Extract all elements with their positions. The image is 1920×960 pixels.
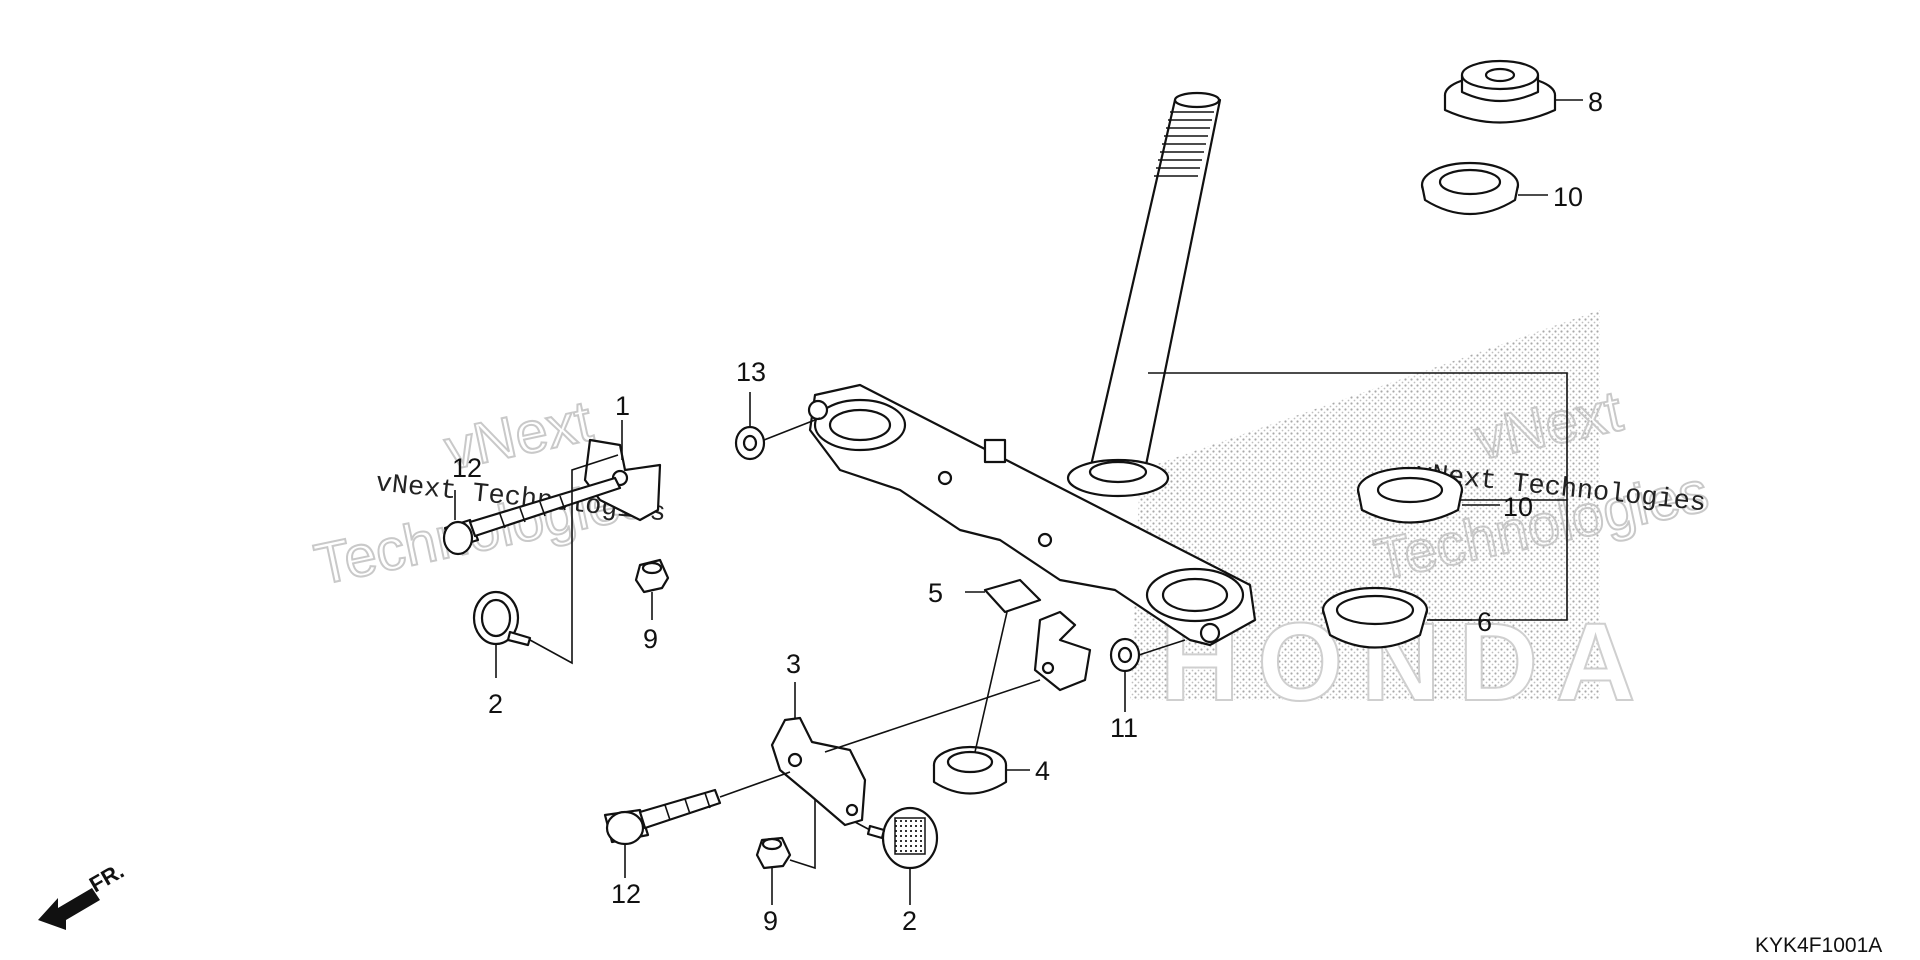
stem-nut-8 [1443,59,1557,124]
bearing-10-middle [1356,466,1464,524]
bolt-12-lower [603,788,722,846]
callout-12-upper: 12 [452,453,482,483]
callout-9-upper: 9 [643,624,658,654]
callout-11: 11 [1110,713,1138,743]
callout-9-lower: 9 [763,906,778,936]
callout-10-top: 10 [1553,182,1583,212]
washer-11 [1109,637,1141,673]
grommet-4 [932,745,1008,795]
diagram-code: KYK4F1001A [1755,934,1882,957]
cap-2-lower [866,806,939,870]
callout-2-upper: 2 [488,689,503,719]
callout-3: 3 [786,649,801,679]
nut-9-lower [755,836,792,870]
callout-5: 5 [928,578,943,608]
callout-10-middle: 10 [1503,492,1533,522]
bolt-12-upper [442,476,622,556]
nut-9-upper [634,558,670,594]
steering-stem [1088,91,1222,472]
callout-1: 1 [615,391,630,421]
clip-5 [983,578,1092,692]
callout-4: 4 [1035,756,1050,786]
washer-13 [734,425,766,461]
bottom-bridge [807,383,1257,647]
race-6 [1321,586,1429,649]
cap-2-upper [472,590,532,647]
callout-12-lower: 12 [611,879,641,909]
bracket-3 [770,716,867,827]
callout-13: 13 [736,357,766,387]
front-arrow-icon: FR. [38,858,128,930]
leader-lines [454,99,1583,905]
bearing-10-top [1420,161,1520,215]
callout-8: 8 [1588,87,1603,117]
callout-6: 6 [1477,607,1492,637]
callouts: 8 10 10 6 13 1 12 9 2 11 5 4 3 12 9 2 [452,87,1603,936]
callout-2-lower: 2 [902,906,917,936]
